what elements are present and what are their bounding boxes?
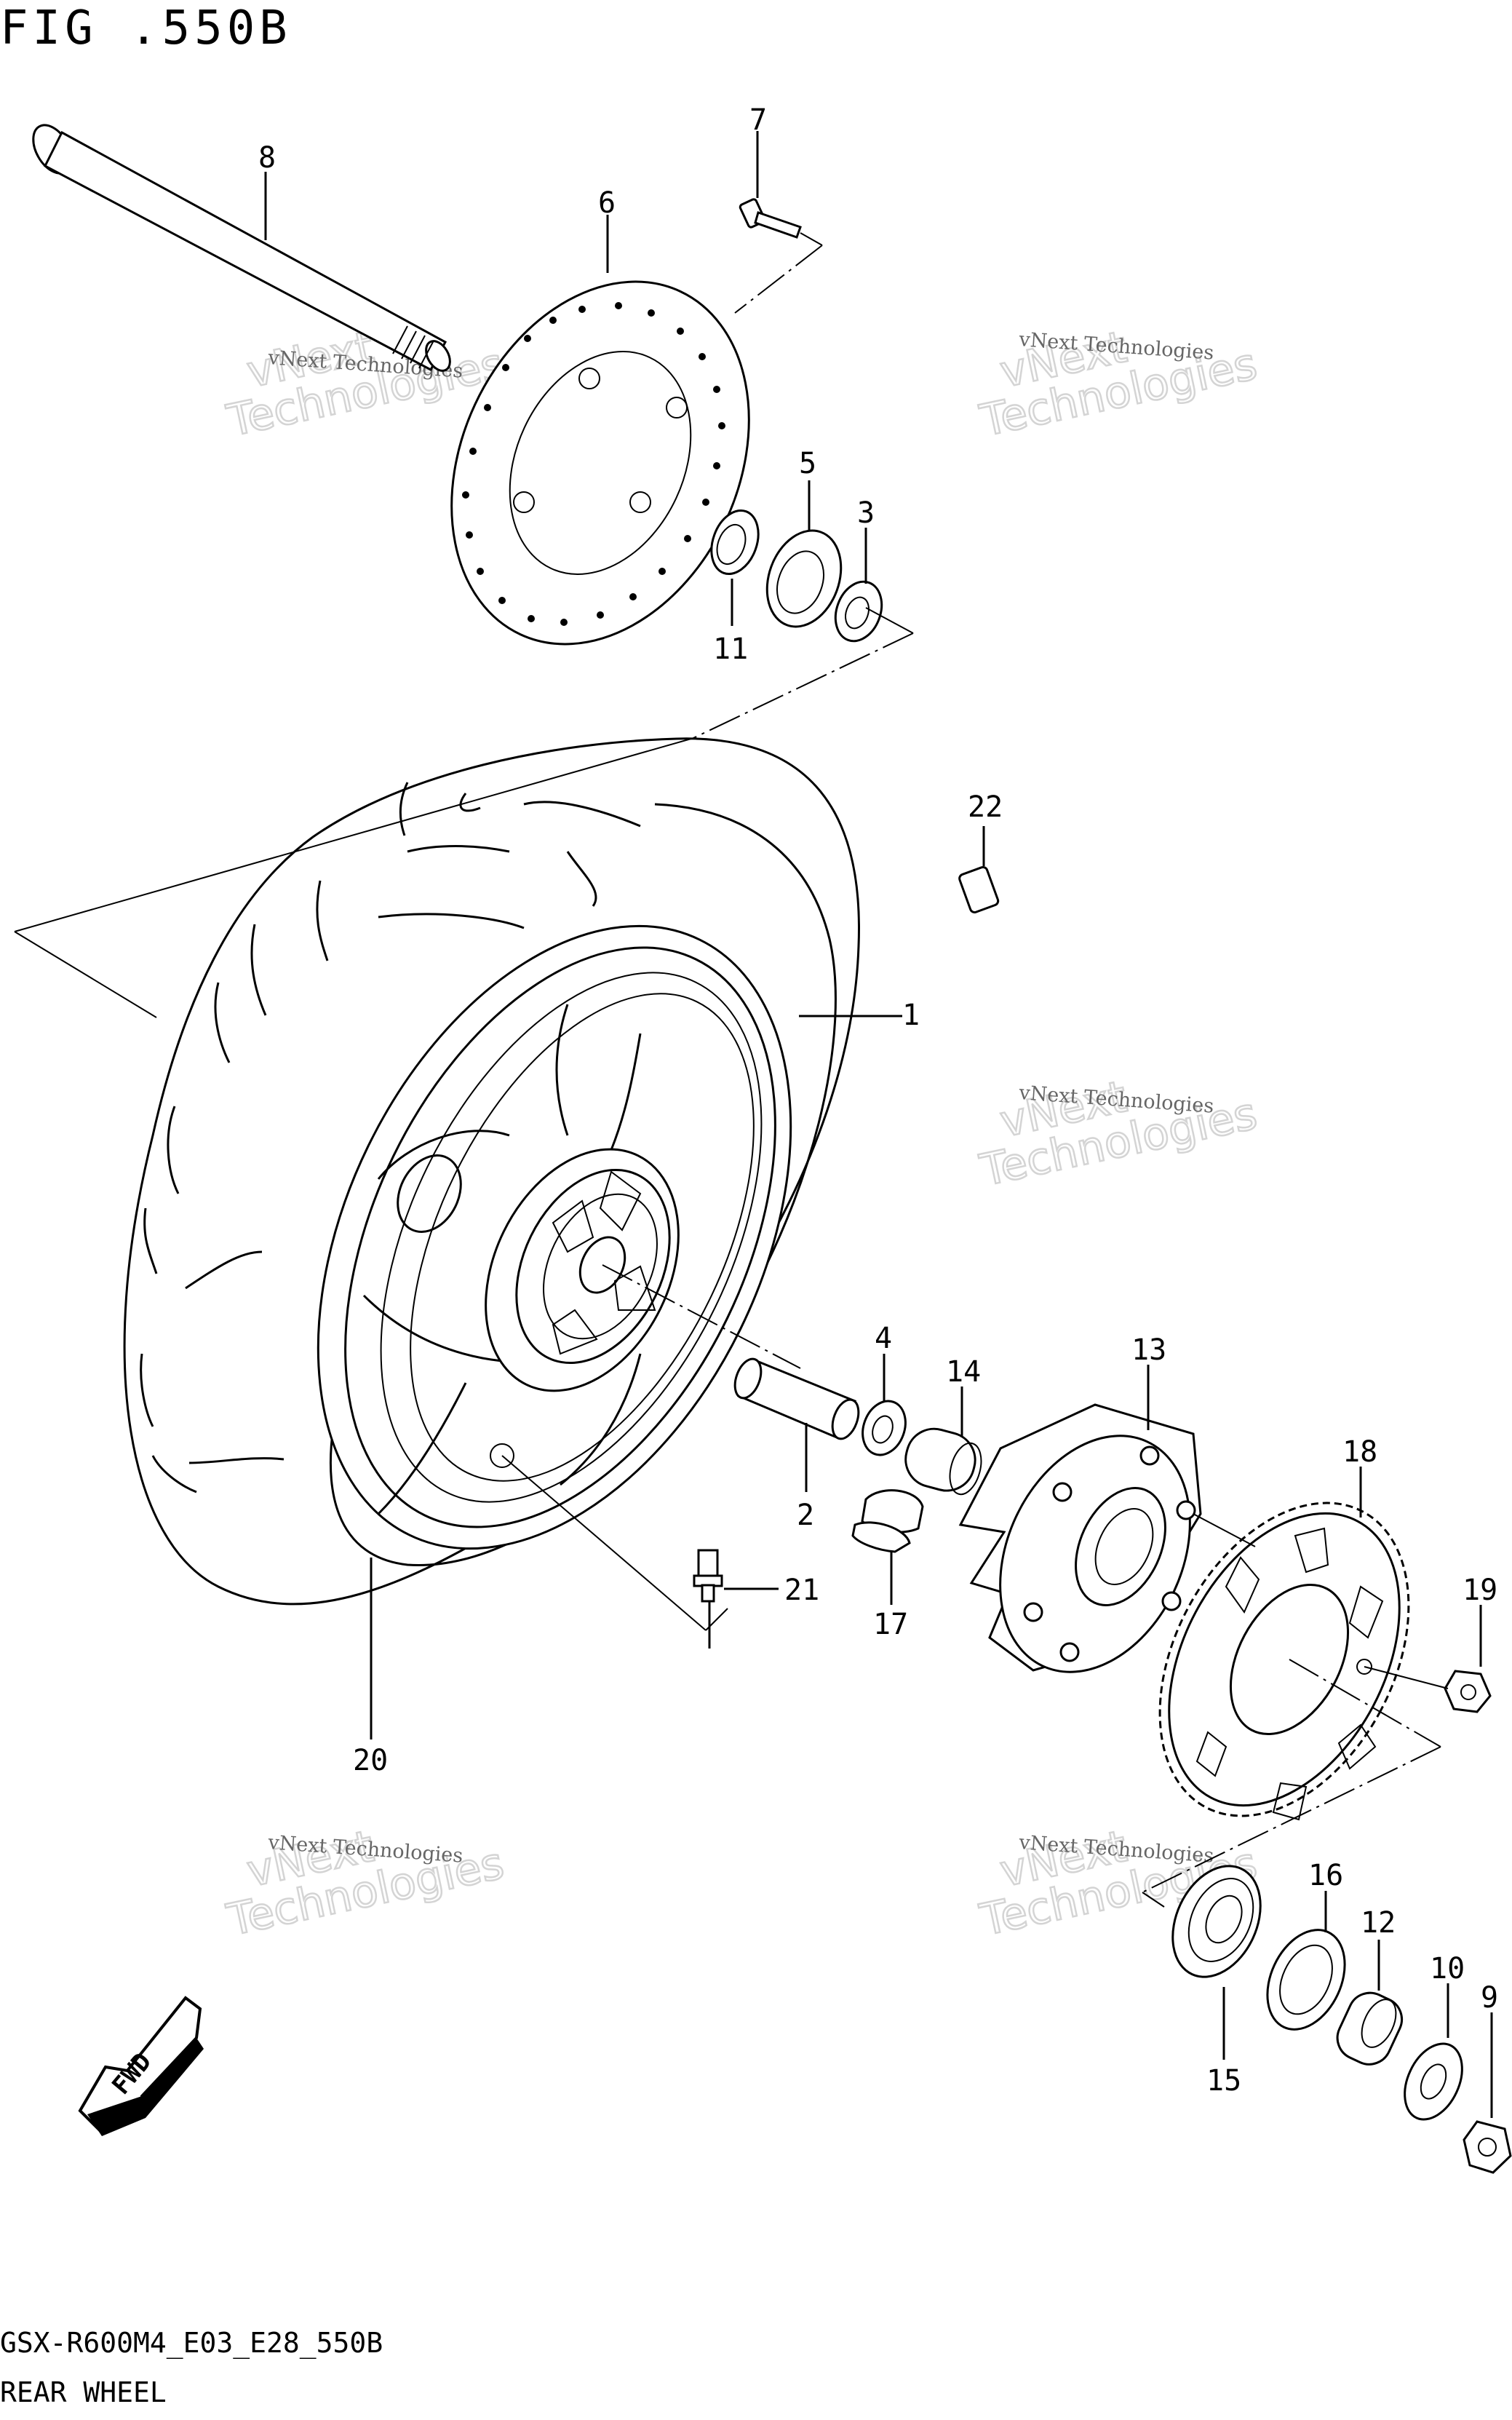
valve-cap-part [958,826,1000,913]
part-ref-15: 15 [1206,2064,1241,2098]
part-ref-10: 10 [1430,1952,1465,1985]
part-ref-2: 2 [797,1499,814,1532]
part-ref-13: 13 [1131,1333,1166,1367]
part-ref-4: 4 [875,1322,892,1355]
bearing-part [834,528,883,643]
spacer-part [1336,1940,1404,2066]
valve-part [693,1549,779,1649]
part-ref-12: 12 [1361,1906,1396,1940]
wheel-tire-part [123,737,902,1739]
part-ref-19: 19 [1463,1574,1497,1607]
sprocket-carrier-part [958,1365,1202,1673]
part-ref-18: 18 [1342,1435,1377,1469]
part-ref-20: 20 [353,1744,388,1777]
part-ref-16: 16 [1308,1859,1343,1892]
seal-part [710,509,760,626]
nut-part [1463,2012,1512,2174]
axle-part [32,124,451,372]
nut-part [1364,1605,1492,1713]
part-ref-14: 14 [946,1355,981,1389]
diagram-code: GSX-R600M4_E03_E28_550B [0,2327,383,2360]
collar-part [733,1357,860,1492]
fwd-arrow-icon: FWD [78,1996,204,2136]
bearing-part [862,1354,907,1456]
part-ref-9: 9 [1481,1981,1498,2015]
part-ref-17: 17 [873,1608,908,1641]
part-ref-11: 11 [713,632,748,666]
figure-title: FIG .550B [0,1,292,55]
part-ref-21: 21 [784,1574,819,1607]
part-ref-22: 22 [968,790,1003,824]
part-reference-labels: 8 7 6 5 3 11 22 1 4 14 13 18 19 2 21 17 … [258,103,1498,2098]
part-ref-6: 6 [598,186,616,220]
part-ref-7: 7 [749,103,767,137]
spacer-part [765,480,843,628]
brake-disc-part [450,215,750,646]
bolt-part [739,131,802,239]
washer-part [1404,1983,1463,2121]
seal-part [1266,1891,1346,2031]
part-ref-3: 3 [857,496,875,530]
damper-part [851,1489,924,1605]
diagram-caption: REAR WHEEL [0,2376,167,2408]
part-ref-8: 8 [258,141,276,175]
part-ref-1: 1 [902,999,920,1032]
sprocket-part [1158,1467,1410,1821]
part-ref-5: 5 [799,447,816,480]
bearing-part [1171,1865,1262,2060]
spacer-part [904,1386,982,1496]
